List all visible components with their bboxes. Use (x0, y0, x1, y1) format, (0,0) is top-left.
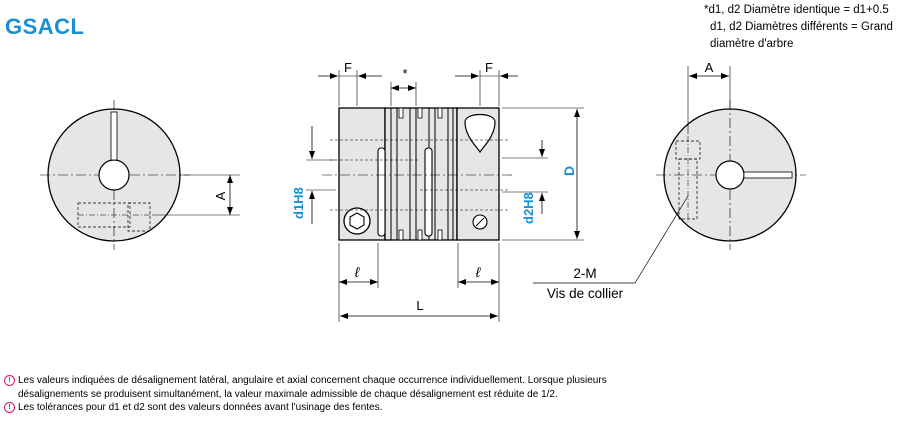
right-slit (743, 171, 793, 179)
right-bore (715, 160, 745, 190)
left-bore (98, 159, 130, 191)
note-1-line-2: désalignements se produisent simultanéme… (18, 388, 558, 400)
left-label-A: A (213, 191, 228, 200)
front-label-d1: d1H8 (291, 187, 306, 219)
diameter-note-line-2: d1, d2 Diamètres différents = Grand (710, 21, 893, 33)
front-label-ell-left: ℓ (354, 264, 360, 280)
front-label-ell-right: ℓ (475, 264, 481, 280)
diameter-note: *d1, d2 Diamètre identique = d1+0.5 d1, … (704, 2, 893, 53)
note-2-text: Les tolérances pour d1 et d2 sont des va… (18, 402, 383, 413)
diameter-note-line-3: diamètre d'arbre (710, 38, 794, 50)
diameter-note-line-1: *d1, d2 Diamètre identique = d1+0.5 (704, 4, 889, 16)
front-label-d2: d2H8 (521, 192, 536, 224)
left-slit (110, 111, 118, 161)
note-warning-icon: ! (4, 402, 15, 413)
notes-section: ! Les valeurs indiquées de désalignement… (4, 374, 894, 415)
note-warning-icon: ! (4, 375, 15, 386)
center-spacer (384, 107, 458, 241)
front-label-D: D (561, 166, 577, 176)
left-end-view: A (40, 100, 240, 250)
screw-count-label: 2-M (573, 266, 596, 281)
note-1-line-1: Les valeurs indiquées de désalignement l… (18, 375, 607, 386)
page-title: GSACL (5, 14, 85, 39)
front-label-L: L (416, 298, 423, 313)
front-view: F * F d1H8 d2H8 (291, 60, 584, 322)
front-label-star: * (402, 66, 407, 81)
screw-name-label: Vis de collier (547, 286, 624, 301)
front-label-F-right: F (485, 60, 493, 75)
right-label-A: A (705, 60, 714, 75)
right-pin (424, 147, 433, 237)
front-label-F-left: F (344, 60, 352, 75)
left-pin (377, 147, 386, 237)
right-end-view: A 2-M Vis de collier (533, 60, 806, 301)
note-1: ! Les valeurs indiquées de désalignement… (4, 374, 894, 388)
note-2: ! Les tolérances pour d1 et d2 sont des … (4, 401, 894, 415)
